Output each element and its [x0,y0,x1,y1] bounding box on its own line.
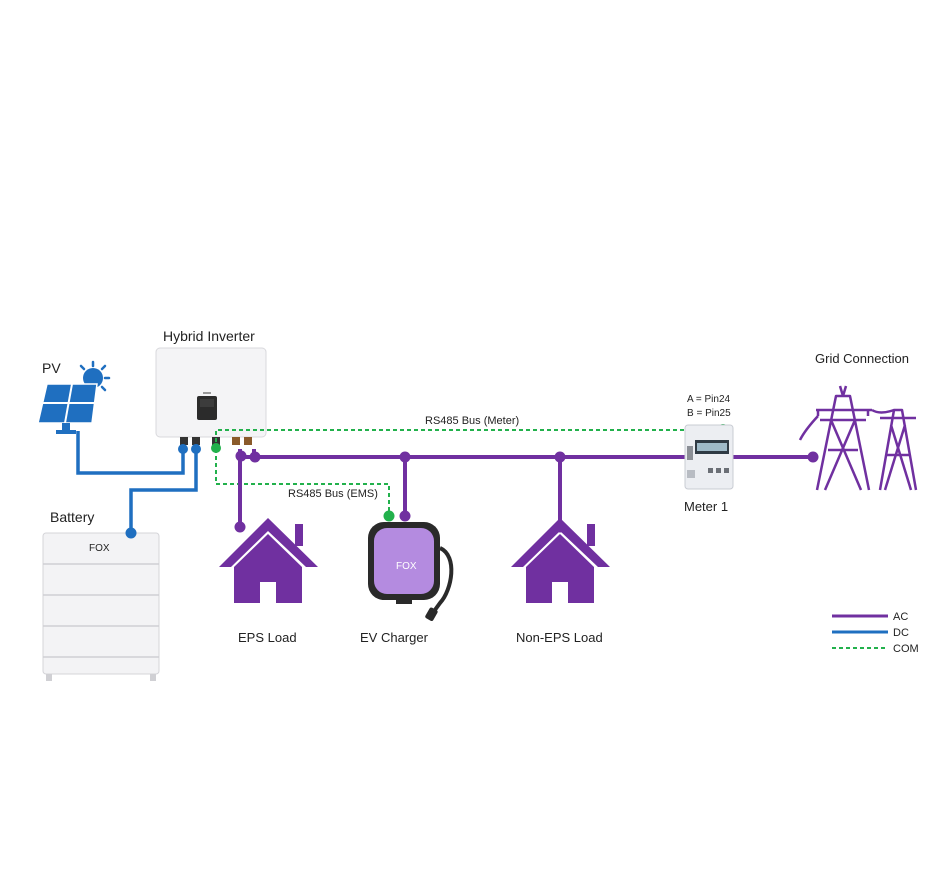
eps-load-label: EPS Load [238,630,297,645]
com-node-inverter [211,443,221,453]
inverter-label: Hybrid Inverter [163,328,255,344]
meter-pin-a-label: A = Pin24 [687,394,731,405]
ev-charger-device [368,522,454,621]
battery-label: Battery [50,509,94,525]
non-eps-load-house-icon [511,518,610,603]
bus-ems-label: RS485 Bus (EMS) [288,488,378,500]
com-lines [215,429,723,515]
dc-lines [76,431,198,531]
legend: AC DC COM [832,611,919,655]
ac-node-ev-charger [399,510,411,522]
pv-label: PV [42,360,61,376]
legend-com-label: COM [893,643,919,655]
dc-node-battery [191,444,201,454]
non-eps-load-label: Non-EPS Load [516,630,603,645]
pv-panel-icon [37,360,111,434]
ev-charger-brand-logo: FOX [396,561,417,572]
com-node-ev-charger [383,510,395,522]
ac-node-grid [807,451,819,463]
dc-node-battery-terminal [125,527,137,539]
ac-node-ev-branch [399,451,411,463]
meter-label: Meter 1 [684,499,728,514]
bus-meter-label: RS485 Bus (Meter) [425,415,519,427]
grid-label: Grid Connection [815,351,909,366]
meter-pin-b-label: B = Pin25 [687,408,731,419]
legend-ac-label: AC [893,611,908,623]
dc-node-pv [178,444,188,454]
meter-device [684,424,734,490]
eps-load-house-icon [219,518,318,603]
ac-node-eps-load [234,521,246,533]
battery-device [42,532,160,681]
legend-dc-label: DC [893,627,909,639]
ev-charger-label: EV Charger [360,630,429,645]
battery-brand-logo: FOX [89,543,110,554]
ac-node-inverter-grid [249,451,261,463]
grid-pylon-icon [798,385,918,491]
ac-node-non-eps-branch [554,451,566,463]
ac-node-inverter-eps [235,450,247,462]
